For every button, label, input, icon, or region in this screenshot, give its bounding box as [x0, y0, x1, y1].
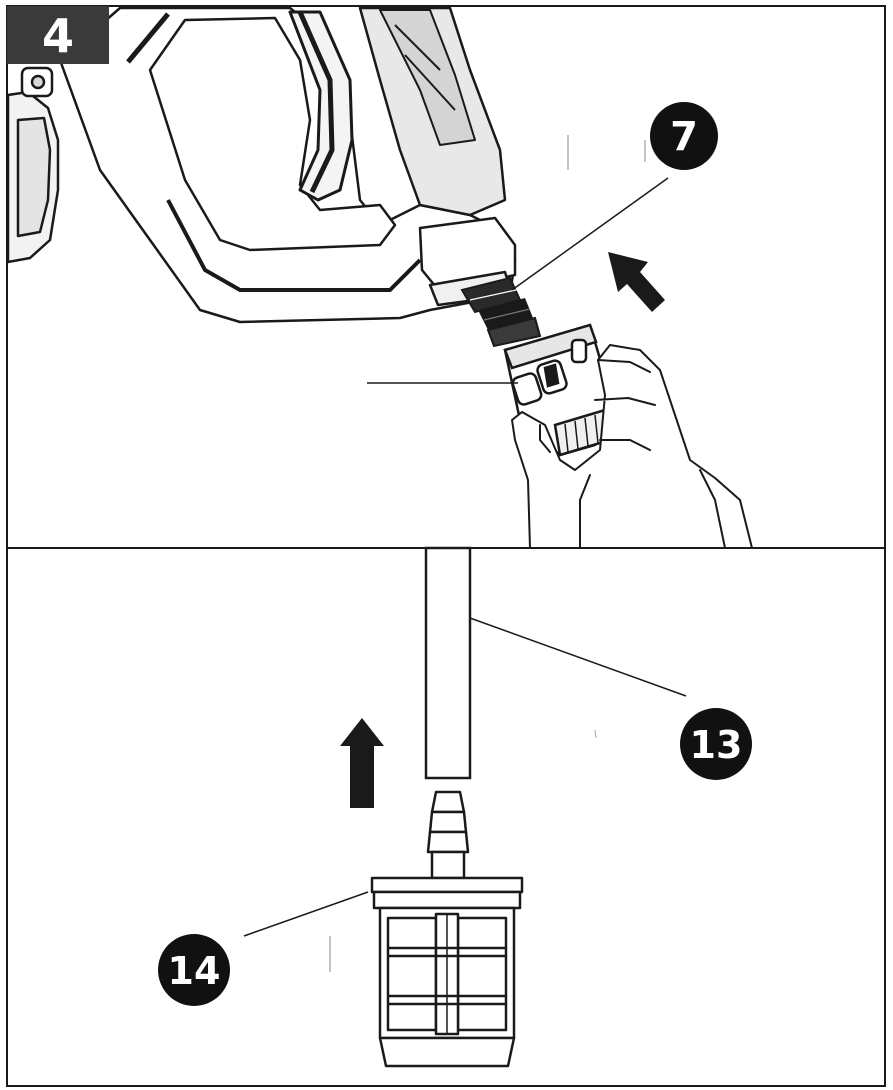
spray-gun-illustration	[6, 6, 517, 324]
artifact-tick	[594, 729, 597, 739]
suction-hose	[424, 546, 472, 780]
filter-barb-fitting	[426, 790, 470, 880]
callout-13-label: 13	[690, 723, 743, 767]
callout-14: 14	[158, 934, 230, 1006]
callout-13: 13	[680, 708, 752, 780]
outer-frame	[6, 5, 886, 1087]
bottom-panel: 13 14	[158, 546, 752, 1068]
push-arrow-icon	[608, 252, 665, 312]
step-number: 4	[42, 9, 74, 63]
leader-line-7	[511, 177, 669, 291]
hand-illustration	[511, 344, 753, 549]
leader-line-13	[469, 617, 687, 697]
up-arrow-icon	[340, 718, 384, 808]
callout-7-label: 7	[670, 114, 698, 160]
water-filter	[370, 876, 524, 1068]
gun-inlet-nipple	[460, 276, 542, 348]
leader-line-14	[243, 891, 369, 937]
top-panel: 7	[6, 6, 753, 549]
callout-14-label: 14	[168, 949, 221, 993]
callout-7: 7	[650, 102, 718, 170]
step-badge: 4	[7, 6, 109, 64]
